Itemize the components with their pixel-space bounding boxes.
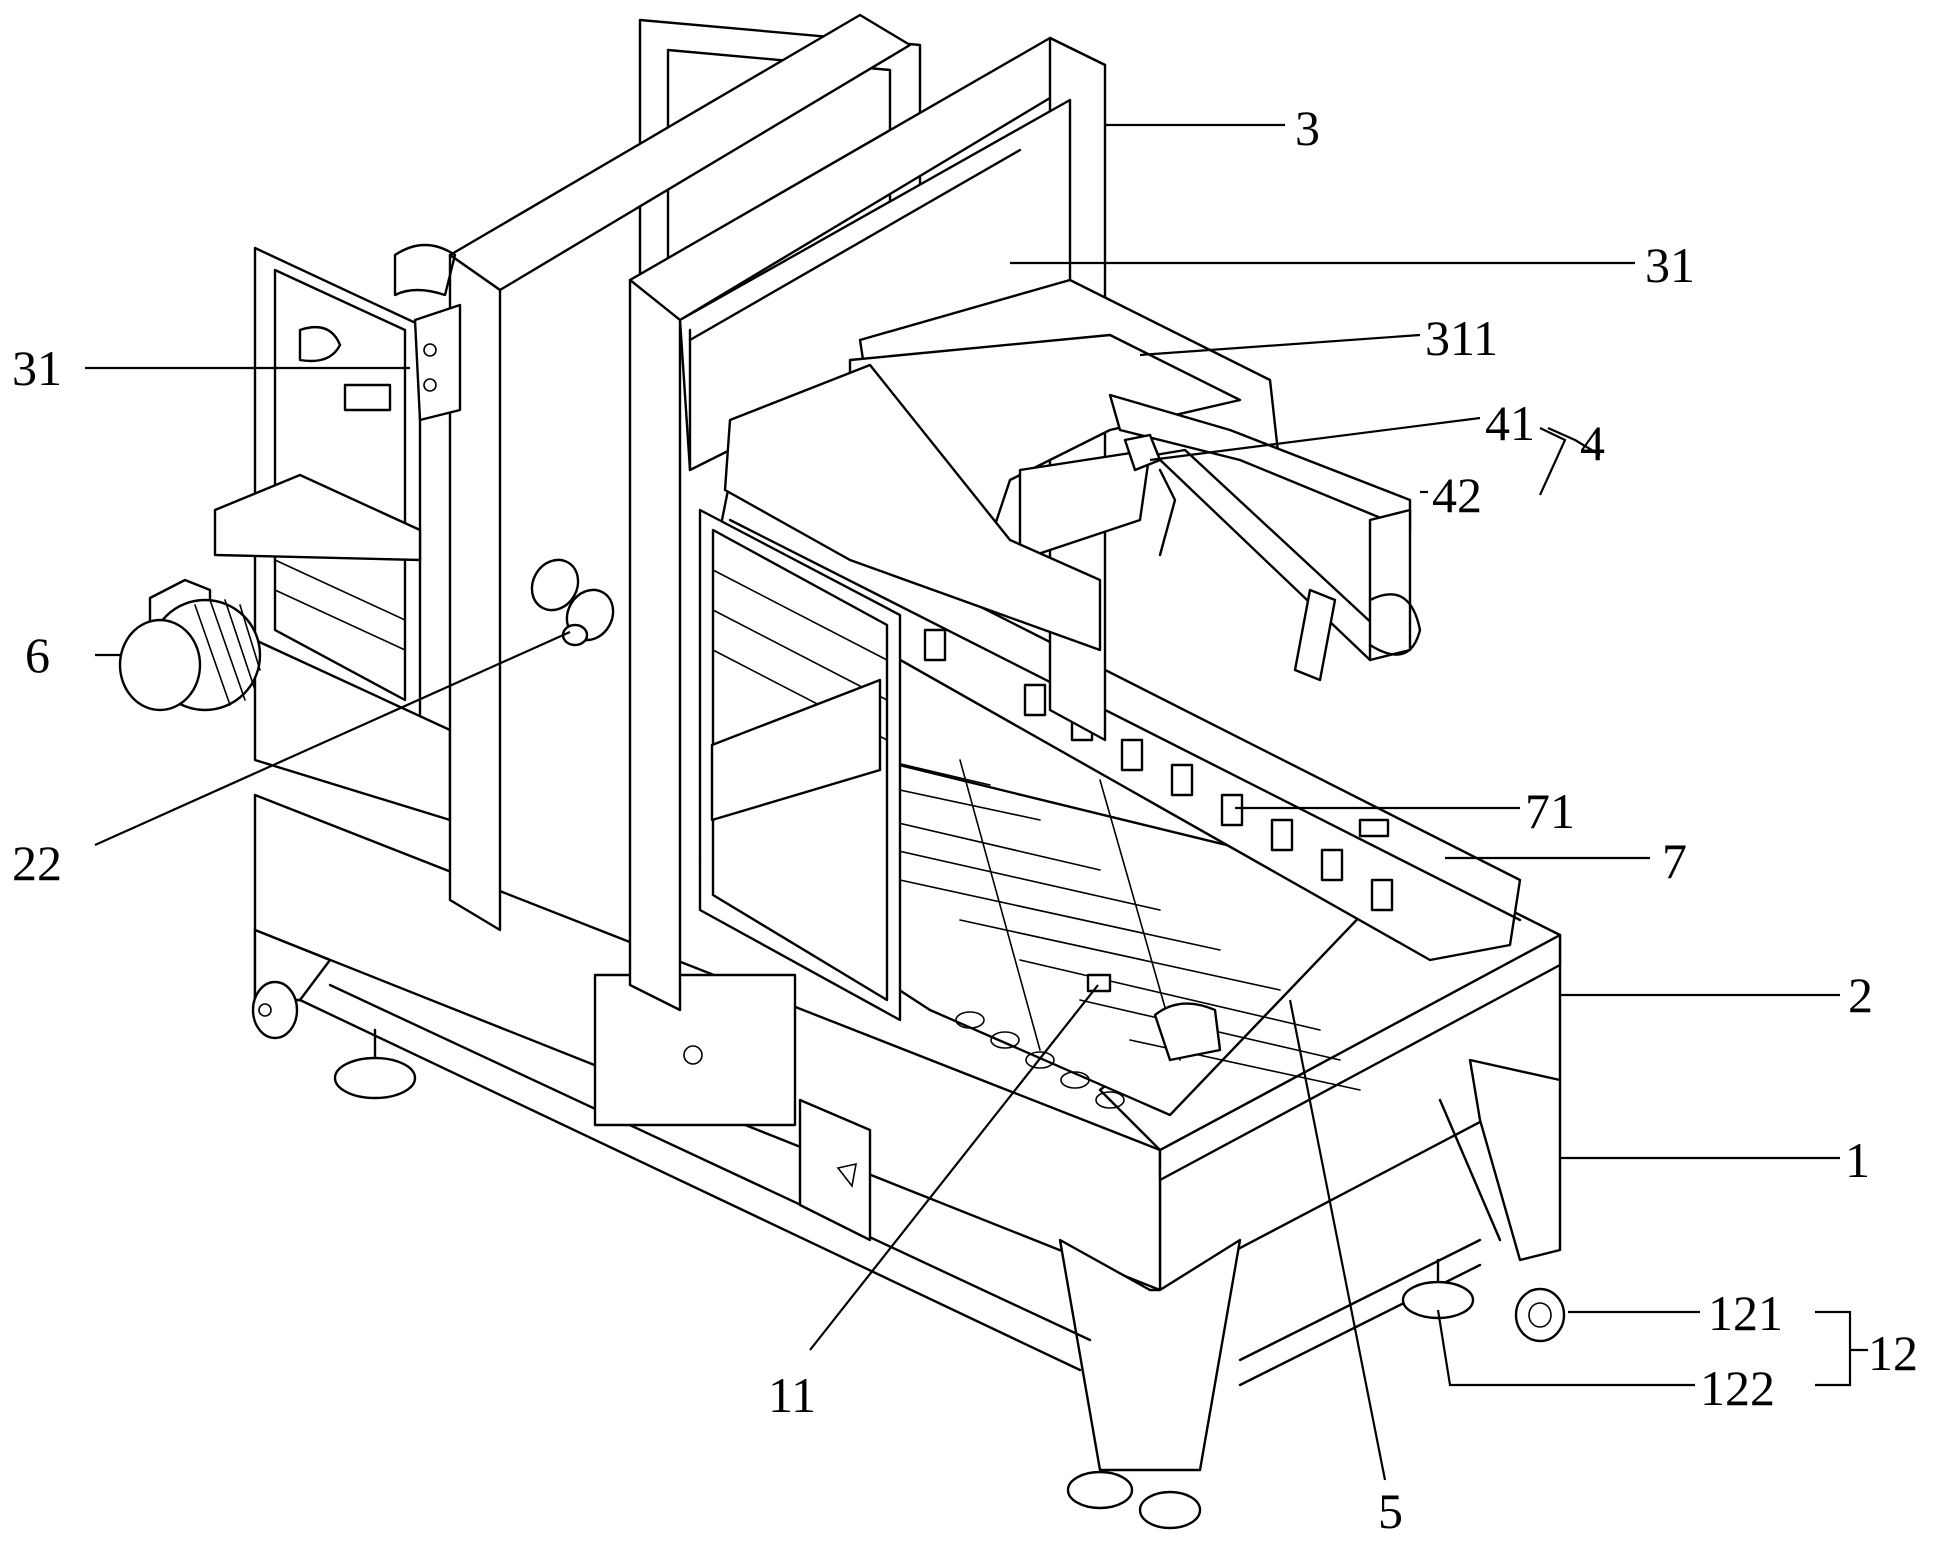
label-4: 4: [1580, 415, 1605, 471]
label-121: 121: [1708, 1285, 1783, 1341]
label-31-left: 31: [12, 340, 62, 396]
label-31-right: 31: [1645, 237, 1695, 293]
label-1: 1: [1845, 1132, 1870, 1188]
label-22: 22: [12, 835, 62, 891]
label-12: 12: [1868, 1325, 1918, 1381]
labels: 3 31 311 41 4 42 31 6 22 71 7 2 1 121 12…: [12, 100, 1918, 1539]
gantry-front: [628, 36, 1282, 1012]
caster-121: [1514, 1287, 1566, 1343]
label-2: 2: [1848, 967, 1873, 1023]
label-311: 311: [1425, 310, 1498, 366]
motor-6: [118, 578, 262, 712]
label-11: 11: [768, 1367, 816, 1423]
peg-row: [923, 628, 1394, 912]
arm-assembly-4: [1108, 393, 1422, 682]
label-5: 5: [1378, 1483, 1403, 1539]
sensor-11: [1086, 973, 1112, 993]
label-6: 6: [25, 627, 50, 683]
label-3: 3: [1295, 100, 1320, 156]
label-42: 42: [1432, 467, 1482, 523]
sealing-head-311: [723, 333, 1242, 652]
foot-122: [1401, 1258, 1475, 1320]
label-122: 122: [1700, 1360, 1775, 1416]
label-41: 41: [1485, 395, 1535, 451]
clamp-31-left: [298, 243, 462, 422]
side-rail: [713, 478, 1522, 1062]
clamp-41: [1123, 433, 1162, 472]
label-7: 7: [1662, 833, 1687, 889]
front-guard: [698, 508, 902, 1022]
roller-row: [955, 1011, 1125, 1109]
label-71: 71: [1525, 783, 1575, 839]
tape-rollers-22: [530, 558, 615, 647]
leader-lines: [85, 123, 1868, 1481]
